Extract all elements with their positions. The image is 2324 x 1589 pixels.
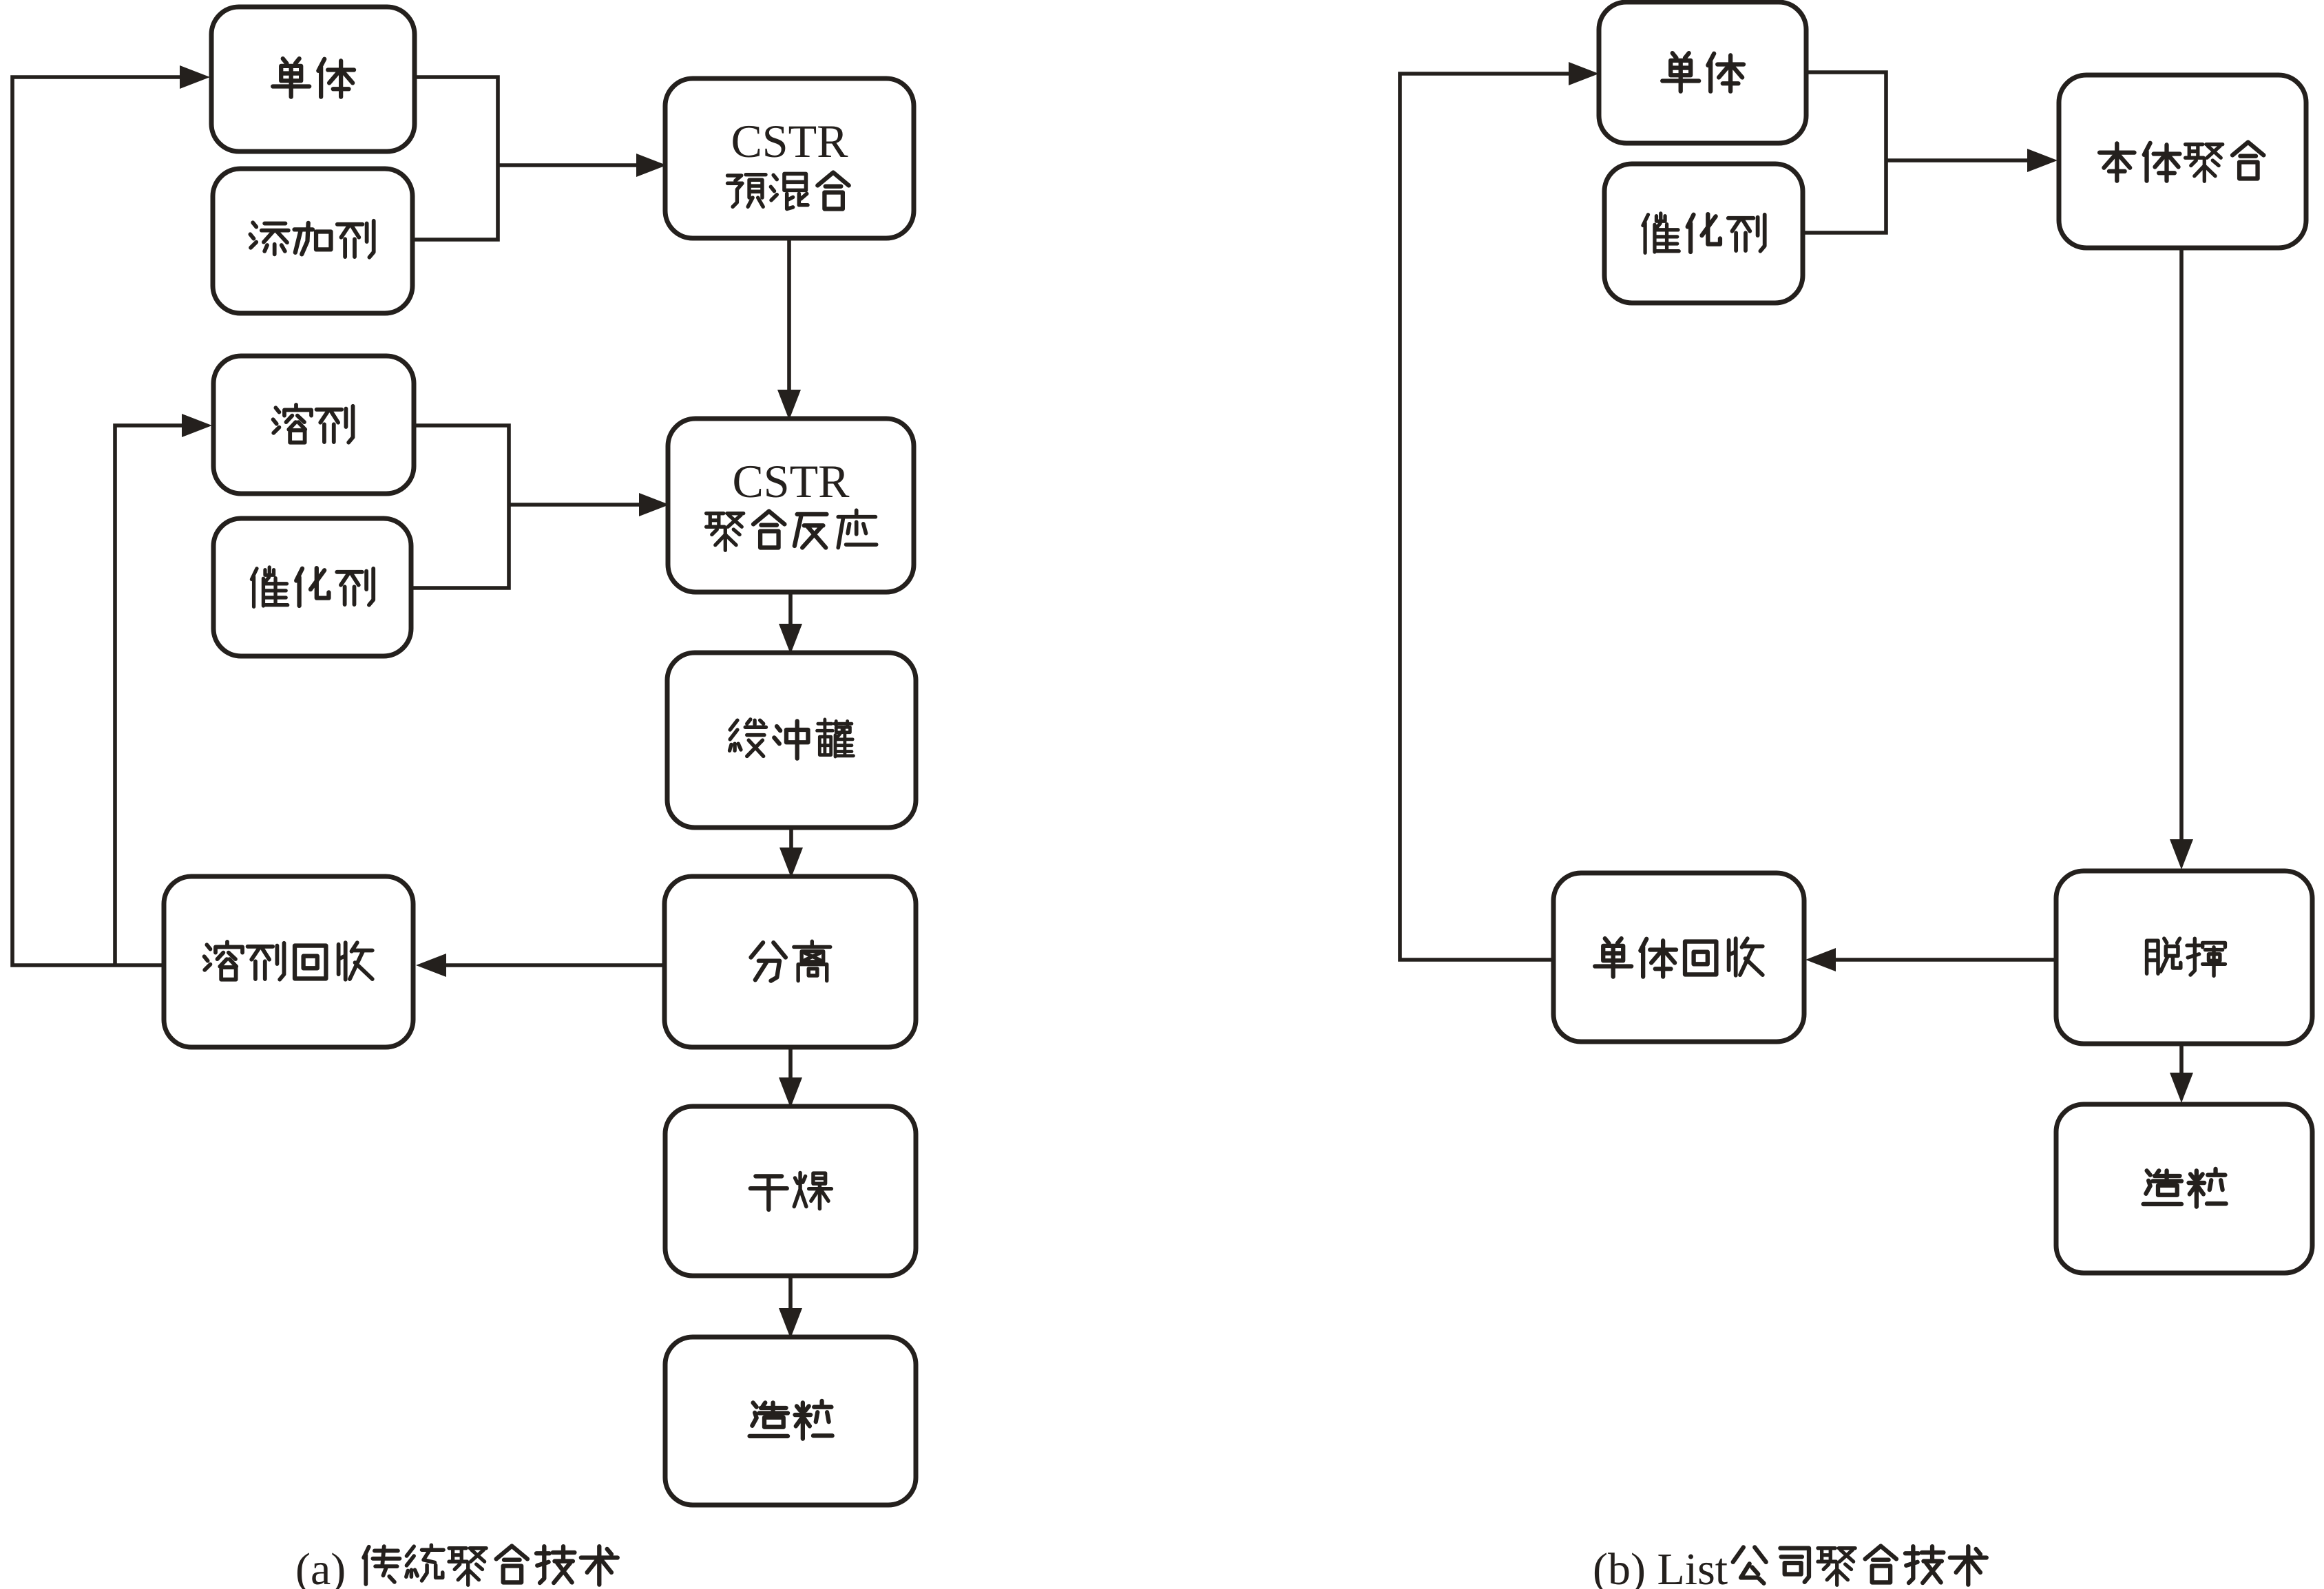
svg-text:(a): (a) [295, 1544, 346, 1589]
svg-text:(b) List: (b) List [1593, 1544, 1728, 1589]
svg-text:CSTR: CSTR [732, 455, 850, 507]
svg-text:CSTR: CSTR [731, 115, 848, 167]
